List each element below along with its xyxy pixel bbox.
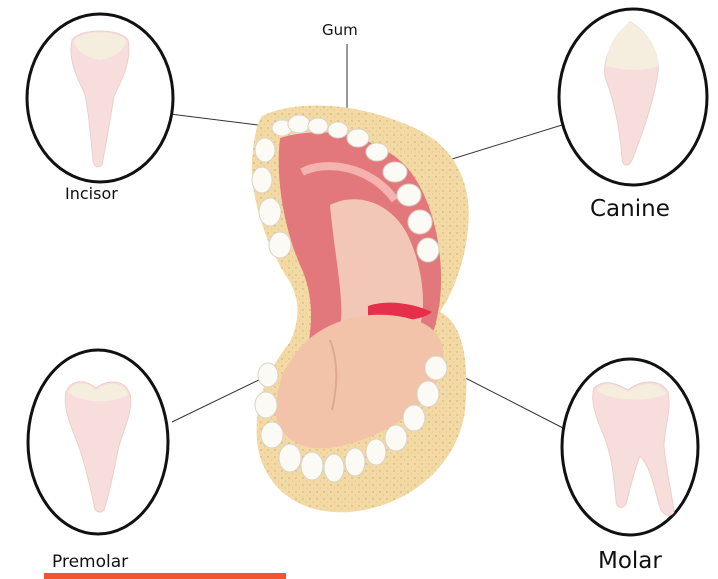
gum-label: Gum: [322, 21, 358, 39]
molar-detail: [562, 359, 698, 535]
incisor-label: Incisor: [65, 184, 118, 203]
mouth-illustration: [252, 105, 469, 512]
premolar-leader-line: [172, 377, 265, 422]
canine-detail: [559, 9, 707, 185]
premolar-detail: [28, 350, 168, 534]
canine-label: Canine: [590, 196, 670, 222]
premolar-label: Premolar: [52, 552, 128, 572]
incisor-detail: [27, 14, 173, 182]
accent-underline: [44, 573, 286, 579]
molar-label: Molar: [598, 548, 662, 574]
